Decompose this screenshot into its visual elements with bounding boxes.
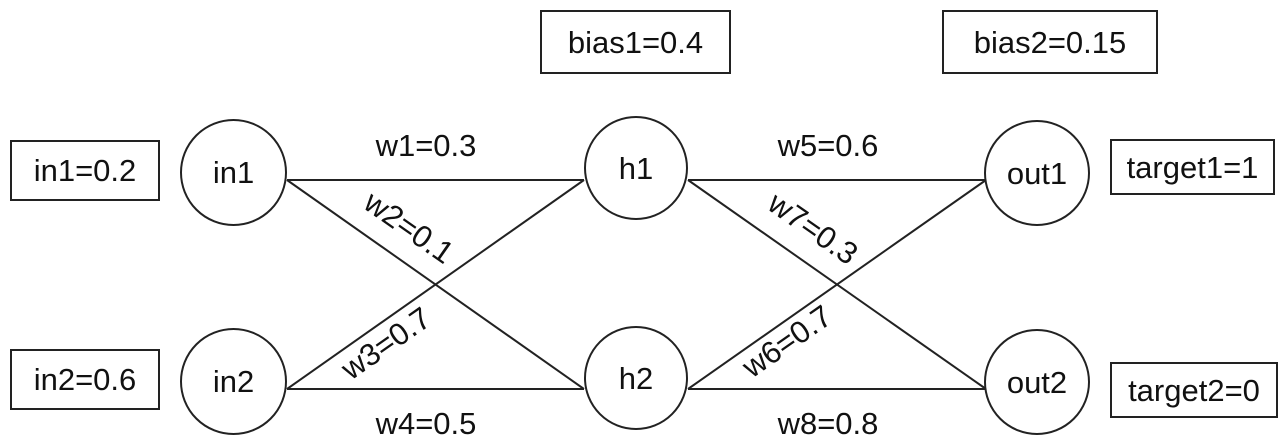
edge-h2-out1 [687, 179, 987, 390]
node-in1: in1 [180, 119, 287, 226]
node-h2: h2 [584, 326, 688, 430]
weight-label-w1: w1=0.3 [375, 128, 477, 163]
weight-label-w6: w6=0.7 [735, 298, 838, 385]
weight-label-w7: w7=0.3 [761, 185, 864, 272]
bias1-box: bias1=0.4 [540, 10, 731, 74]
weight-label-w3: w3=0.7 [334, 300, 437, 387]
weight-label-w2: w2=0.1 [357, 184, 460, 271]
node-h1: h1 [584, 116, 688, 220]
weight-label-w8: w8=0.8 [777, 406, 879, 441]
weight-label-w4: w4=0.5 [375, 406, 477, 441]
node-out2: out2 [984, 329, 1090, 435]
node-out1: out1 [984, 120, 1090, 226]
weight-label-w5: w5=0.6 [777, 128, 879, 163]
input1-value-box: in1=0.2 [10, 140, 160, 201]
input2-value-box: in2=0.6 [10, 349, 160, 410]
node-in2: in2 [180, 328, 287, 435]
target1-box: target1=1 [1110, 139, 1275, 195]
target2-box: target2=0 [1110, 362, 1278, 418]
bias2-box: bias2=0.15 [942, 10, 1158, 74]
edge-in2-h1 [286, 179, 585, 390]
